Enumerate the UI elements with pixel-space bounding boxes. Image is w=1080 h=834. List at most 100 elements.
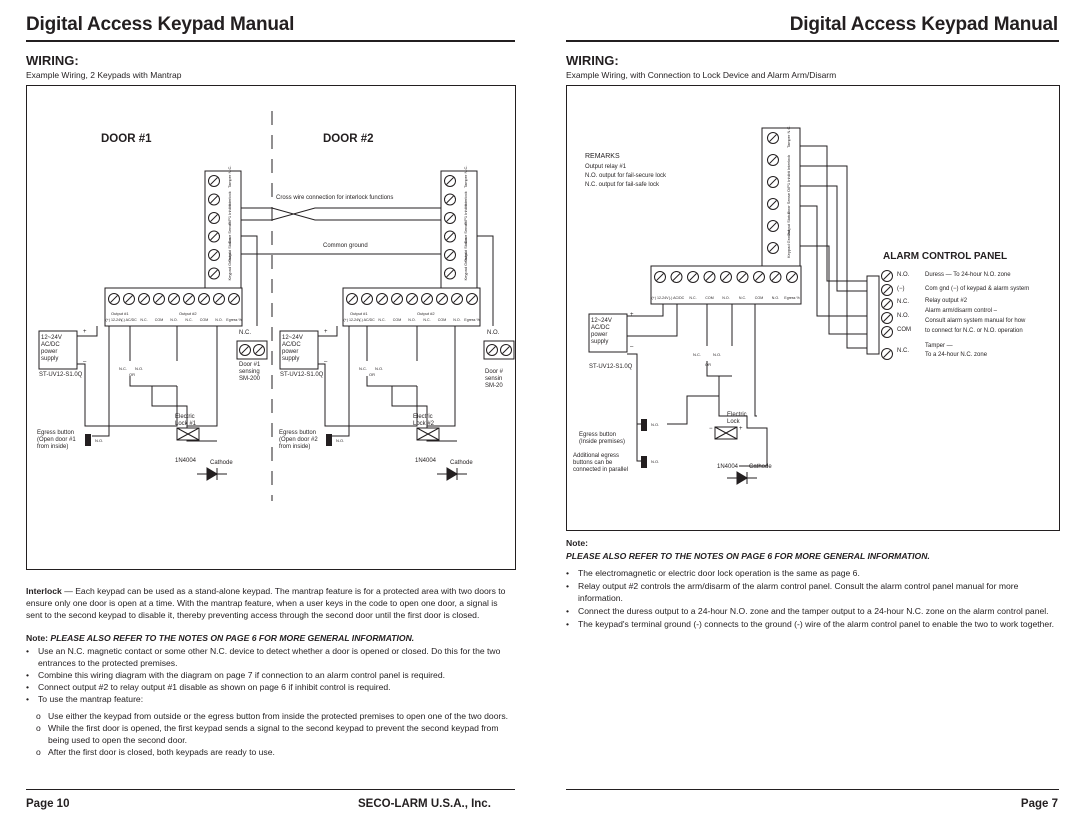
door1-relay-nc: N.C.	[119, 366, 127, 371]
right-plus: +	[630, 312, 634, 318]
door1-egress-button	[85, 434, 91, 446]
cross-wire-note: Cross wire connection for interlock func…	[276, 195, 394, 201]
right-egress-no: N.O.	[651, 422, 660, 427]
terminal-label: COM	[200, 318, 208, 322]
terminal-screw	[208, 212, 220, 224]
left-footer-rule	[26, 789, 515, 790]
door1-power-supply	[38, 330, 78, 370]
side-terminal-label: O/P1 Inhibit	[463, 203, 468, 225]
panel-terminal-nc-2: N.C.	[897, 348, 909, 354]
door1-label: DOOR #1	[101, 133, 152, 145]
terminal-label: Egress %	[464, 318, 480, 322]
door1-power-label: 12~24V AC/DC power supply	[41, 335, 62, 362]
right-power-model: ST-UV12-S1.0Q	[589, 364, 633, 370]
terminal-label: COM	[393, 318, 401, 322]
side-terminal-label: Keypad Ground	[463, 252, 468, 280]
right-diagram-caption: Example Wiring, with Connection to Lock …	[566, 70, 837, 80]
terminal-screw	[406, 293, 418, 305]
left-diagram-caption: Example Wiring, 2 Keypads with Mantrap	[26, 70, 182, 80]
door1-power-model: ST-UV12-S1.0Q	[39, 372, 83, 378]
right-bullet: •Relay output #2 controls the arm/disarm…	[566, 581, 1019, 603]
door2-relay-no: N.O.	[375, 366, 384, 371]
terminal-screw	[687, 271, 699, 283]
right-relay-or: OR	[705, 362, 711, 367]
terminal-label: N.C.	[378, 318, 385, 322]
door2-power-label: 12~24V AC/DC power supply	[282, 335, 303, 362]
right-lock-plus: +	[739, 426, 743, 432]
intro-text: — Each keypad can be used as a stand-alo…	[26, 586, 506, 620]
terminal-label: N.O.	[408, 318, 415, 322]
terminal-screw	[391, 293, 403, 305]
door2-diode-label: 1N4004	[415, 458, 437, 464]
alarm-panel-title: ALARM CONTROL PANEL	[883, 251, 1008, 262]
side-terminal-label: Output Status	[463, 238, 468, 262]
terminal-screw	[138, 293, 150, 305]
panel-note-nc-zone: To a 24-hour N.C. zone	[925, 352, 988, 358]
door2-sensing-label: Door # sensin SM-20	[485, 369, 504, 389]
terminal-screw	[767, 220, 779, 232]
terminal-screw	[208, 267, 220, 280]
door1-diode	[197, 467, 227, 481]
door2-power-supply	[279, 330, 319, 370]
door2-sensor-no: N.O.	[487, 330, 500, 336]
alarm-panel-terminals	[866, 275, 880, 355]
left-bullet: •Connect output #2 to relay output #1 di…	[26, 682, 391, 692]
alarm-terminal-screw	[881, 326, 893, 338]
panel-terminal-nc-1: N.C.	[897, 299, 909, 305]
terminal-screw	[376, 293, 388, 305]
panel-note-consult: Consult alarm system manual for how	[925, 318, 1026, 324]
terminal-label: (+) 12-24V	[651, 296, 669, 300]
right-section-heading: WIRING:	[566, 53, 619, 68]
door1-diode-label: 1N4004	[175, 458, 197, 464]
right-footer-rule	[566, 789, 1059, 790]
right-footer-page: Page 7	[1020, 798, 1058, 810]
terminal-label: N.O.	[722, 296, 729, 300]
terminal-screw	[736, 271, 749, 283]
terminal-screw	[654, 271, 666, 283]
terminal-label: COM	[155, 318, 163, 322]
terminal-screw	[444, 175, 456, 187]
door2-diode	[437, 467, 467, 481]
door2-minus: –	[324, 359, 328, 365]
door1-minus: –	[83, 359, 87, 365]
right-header-rule	[566, 40, 1059, 42]
alarm-terminal-screw	[881, 270, 893, 282]
right-power-label: 12~24V AC/DC power supply	[591, 318, 612, 345]
terminal-screw	[208, 230, 220, 243]
terminal-label: (-) AC/DC	[669, 296, 685, 300]
left-footer-page: Page 10	[26, 798, 70, 810]
terminal-label: (-) AC/DC	[121, 318, 137, 322]
door2-power-model: ST-UV12-S1.0Q	[280, 372, 324, 378]
terminal-screw	[421, 293, 433, 305]
right-relay-nc: N.C.	[693, 352, 701, 357]
left-bullet: •Combine this wiring diagram with the di…	[26, 670, 445, 680]
door1-egress-no: N.O.	[95, 438, 104, 443]
right-egress-label: Egress button (Inside premises)	[579, 432, 626, 445]
side-terminal-label: O/P1 Inhibit	[786, 170, 791, 192]
sensor-screw	[500, 344, 512, 356]
terminal-screw	[123, 293, 135, 305]
terminal-screw	[168, 293, 180, 305]
door2-relay-or: OR	[369, 372, 375, 377]
terminal-screw	[767, 176, 779, 188]
side-terminal-label: Keypad Ground	[786, 230, 791, 258]
right-cathode-label: Cathode	[749, 464, 772, 470]
terminal-screw	[208, 193, 220, 206]
door1-cathode-label: Cathode	[210, 460, 233, 466]
left-note-prefix: Note:	[26, 633, 48, 643]
terminal-label: N.C.	[423, 318, 430, 322]
terminal-label: (-) AC/DC	[359, 318, 375, 322]
alarm-terminal-screw	[881, 298, 893, 310]
door2-plus: +	[324, 329, 328, 335]
left-intro-paragraph: Interlock — Each keypad can be used as a…	[26, 585, 514, 621]
door2-egress-button	[326, 434, 332, 446]
panel-note-duress: Duress — To 24-hour N.O. zone	[925, 272, 1011, 278]
terminal-screw	[767, 154, 779, 166]
remarks-line-3: N.C. output for fail-safe lock	[585, 182, 660, 188]
